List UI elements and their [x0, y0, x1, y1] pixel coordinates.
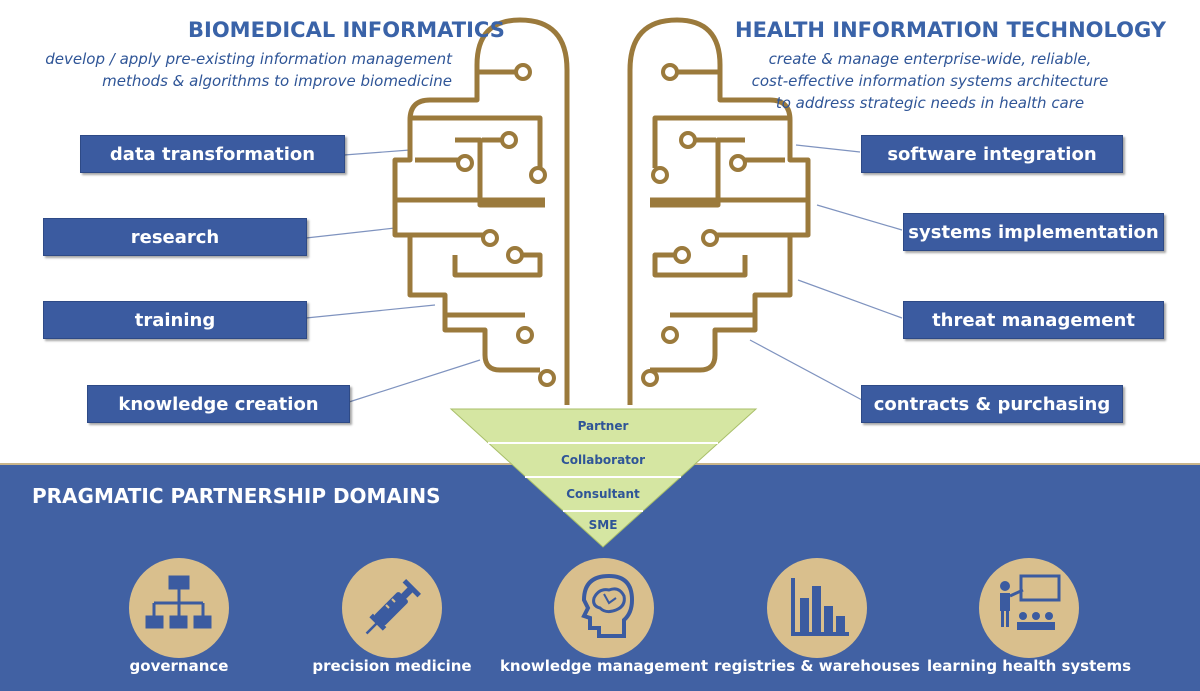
health-it-title: HEALTH INFORMATION TECHNOLOGY: [735, 18, 1166, 42]
domain-label-knowledge-management: knowledge management: [499, 657, 709, 675]
box-knowledge-creation: knowledge creation: [87, 385, 350, 423]
bar-chart-icon: [767, 558, 867, 658]
box-training: training: [43, 301, 307, 339]
domain-label-learning-health-systems: learning health systems: [926, 657, 1132, 675]
funnel-tier-collaborator: Collaborator: [560, 453, 646, 467]
domain-label-precision-medicine: precision medicine: [312, 657, 472, 675]
domain-label-governance: governance: [129, 657, 229, 675]
box-contracts-purchasing: contracts & purchasing: [861, 385, 1123, 423]
org-chart-icon: [129, 558, 229, 658]
subtitle-line: develop / apply pre-existing information…: [45, 50, 452, 68]
funnel-tier-partner: Partner: [577, 419, 629, 433]
health-it-subtitle: create & manage enterprise-wide, reliabl…: [745, 48, 1115, 114]
biomedical-informatics-title: BIOMEDICAL INFORMATICS: [188, 18, 505, 42]
subtitle-line: cost-effective information systems archi…: [751, 72, 1109, 90]
domain-label-registries-warehouses: registries & warehouses: [714, 657, 920, 675]
brain-right-nodes: [641, 63, 747, 387]
brain-right-hemisphere: [627, 17, 811, 405]
box-research: research: [43, 218, 307, 256]
classroom-icon: [979, 558, 1079, 658]
subtitle-line: create & manage enterprise-wide, reliabl…: [768, 50, 1092, 68]
box-data-transformation: data transformation: [80, 135, 345, 173]
partnership-title: PRAGMATIC PARTNERSHIP DOMAINS: [32, 484, 441, 508]
brain-head-icon: [554, 558, 654, 658]
biomedical-informatics-subtitle: develop / apply pre-existing information…: [40, 48, 452, 92]
subtitle-line: to address strategic needs in health car…: [775, 94, 1085, 112]
syringe-icon: [342, 558, 442, 658]
box-software-integration: software integration: [861, 135, 1123, 173]
box-systems-implementation: systems implementation: [903, 213, 1164, 251]
subtitle-line: methods & algorithms to improve biomedic…: [102, 72, 452, 90]
funnel-tier-sme: SME: [588, 518, 618, 532]
funnel-tier-consultant: Consultant: [566, 487, 640, 501]
box-threat-management: threat management: [903, 301, 1164, 339]
connector-lines: [305, 144, 903, 403]
brain-left-nodes: [456, 63, 556, 387]
